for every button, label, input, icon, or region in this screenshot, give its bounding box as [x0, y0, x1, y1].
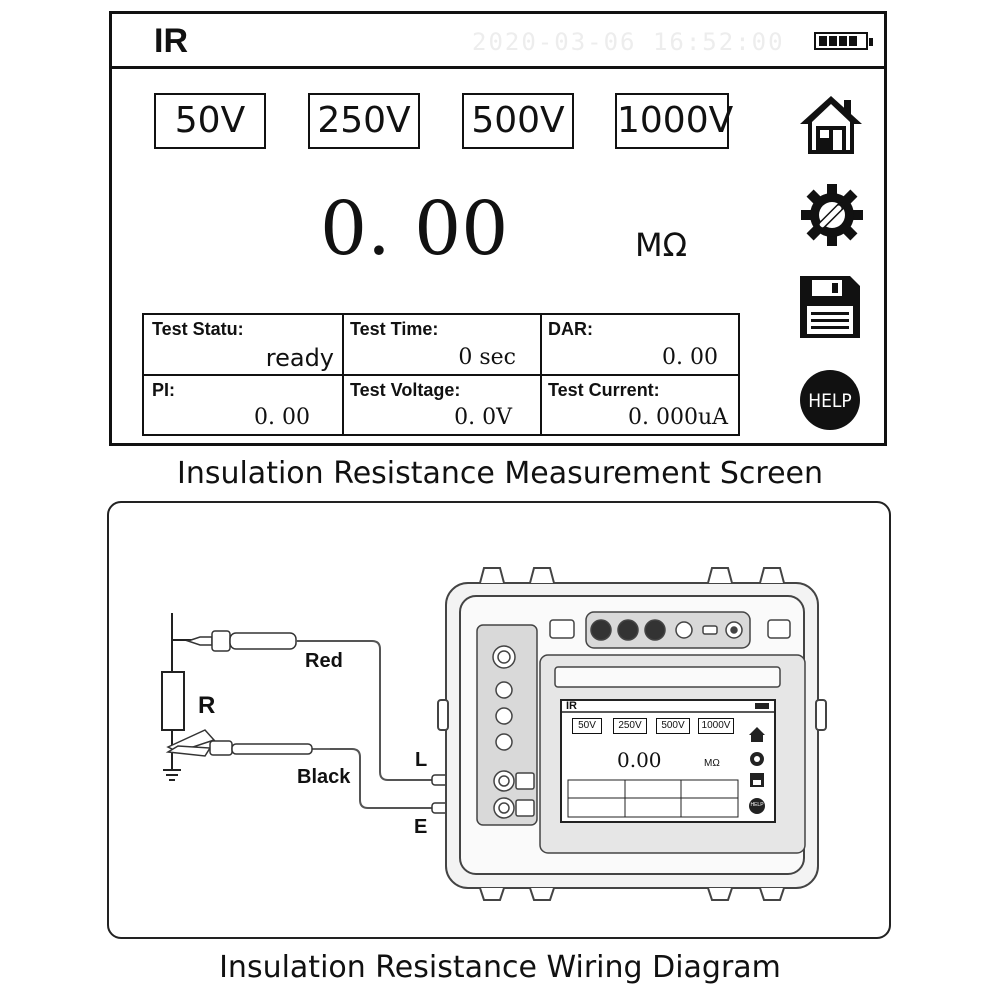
test-status-cell: Test Statu: ready: [144, 315, 342, 374]
mini-voltage-button-500v: 500V: [656, 718, 690, 734]
voltage-button-500v[interactable]: 500V: [462, 93, 574, 149]
help-label: HELP: [808, 390, 851, 412]
mini-reading: 0.00: [617, 748, 662, 772]
mode-title: IR: [154, 22, 188, 60]
dar-value: 0. 00: [662, 345, 718, 370]
mini-side-icons: [749, 727, 765, 814]
wiring-diagram-frame: [107, 501, 891, 939]
red-lead-label: Red: [305, 650, 343, 672]
info-table: Test Statu: ready Test Time: 0 sec DAR: …: [142, 313, 740, 436]
line-terminal-label: L: [415, 749, 428, 771]
test-voltage-cell: Test Voltage: 0. 0V: [342, 376, 540, 434]
device-display-bezel: [539, 654, 806, 854]
pi-cell: PI: 0. 00: [144, 376, 342, 434]
screen-caption: Insulation Resistance Measurement Screen: [176, 456, 824, 491]
pi-label: PI:: [152, 380, 176, 400]
black-lead-label: Black: [297, 766, 351, 788]
test-time-value: 0 sec: [458, 345, 516, 370]
faded-datetime: 2020-03-06 16:52:00: [472, 28, 785, 56]
terminal-panel: [476, 624, 538, 826]
resistor-label: R: [198, 692, 216, 719]
voltage-button-250v[interactable]: 250V: [308, 93, 420, 149]
black-clip: [165, 729, 330, 757]
battery-icon: [814, 32, 873, 50]
wiring-caption: Insulation Resistance Wiring Diagram: [219, 950, 781, 985]
top-control-panel: [549, 611, 791, 649]
mini-mode-title: IR: [566, 700, 577, 712]
test-time-label: Test Time:: [350, 319, 439, 339]
test-current-cell: Test Current: 0. 000uA: [540, 376, 738, 434]
test-status-label: Test Statu:: [152, 319, 244, 339]
resistance-reading: 0. 00: [320, 186, 509, 272]
red-probe: [185, 630, 297, 652]
mini-help-label: HELP: [750, 802, 764, 808]
dar-cell: DAR: 0. 00: [540, 315, 738, 374]
screen-header: IR 2020-03-06 16:52:00: [112, 14, 884, 69]
test-current-label: Test Current:: [548, 380, 660, 400]
test-voltage-value: 0. 0V: [454, 405, 512, 430]
voltage-button-1000v[interactable]: 1000V: [615, 93, 733, 149]
mini-unit: MΩ: [704, 758, 720, 769]
dar-label: DAR:: [548, 319, 593, 339]
help-icon[interactable]: HELP: [798, 368, 862, 432]
resistance-unit: MΩ: [635, 226, 688, 264]
mini-voltage-button-50v: 50V: [572, 718, 602, 734]
test-status-value: ready: [265, 344, 334, 372]
home-icon[interactable]: [798, 92, 864, 158]
test-current-value: 0. 000uA: [627, 405, 728, 430]
measurement-screen: IR 2020-03-06 16:52:00 50V 250V 500V 100…: [109, 11, 887, 446]
mini-voltage-button-250v: 250V: [613, 718, 647, 734]
voltage-button-50v[interactable]: 50V: [154, 93, 266, 149]
test-voltage-label: Test Voltage:: [350, 380, 461, 400]
earth-terminal-label: E: [414, 816, 428, 838]
settings-icon[interactable]: [798, 181, 866, 249]
test-leads: [296, 640, 432, 809]
mini-voltage-button-1000v: 1000V: [698, 718, 734, 734]
pi-value: 0. 00: [254, 405, 310, 430]
test-time-cell: Test Time: 0 sec: [342, 315, 540, 374]
save-icon[interactable]: [798, 274, 862, 340]
